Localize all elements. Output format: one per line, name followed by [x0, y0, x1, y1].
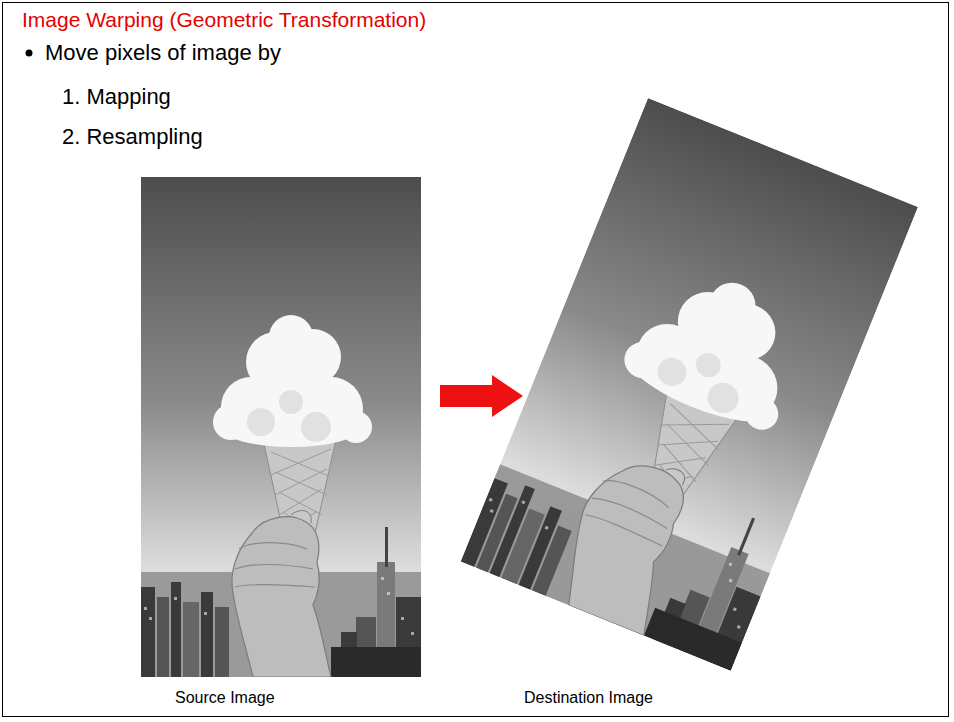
bullet-text: Move pixels of image by	[45, 40, 281, 66]
list-item: 1. Mapping	[62, 84, 171, 110]
image-caption: Source Image	[175, 688, 275, 707]
image-caption: Destination Image	[524, 688, 653, 707]
transform-arrow	[440, 375, 523, 417]
list-item: 2. Resampling	[62, 124, 203, 150]
destination-image	[461, 98, 918, 671]
bullet-dot	[26, 50, 33, 57]
slide-title: Image Warping (Geometric Transformation)	[22, 7, 426, 32]
source-image	[141, 177, 421, 677]
